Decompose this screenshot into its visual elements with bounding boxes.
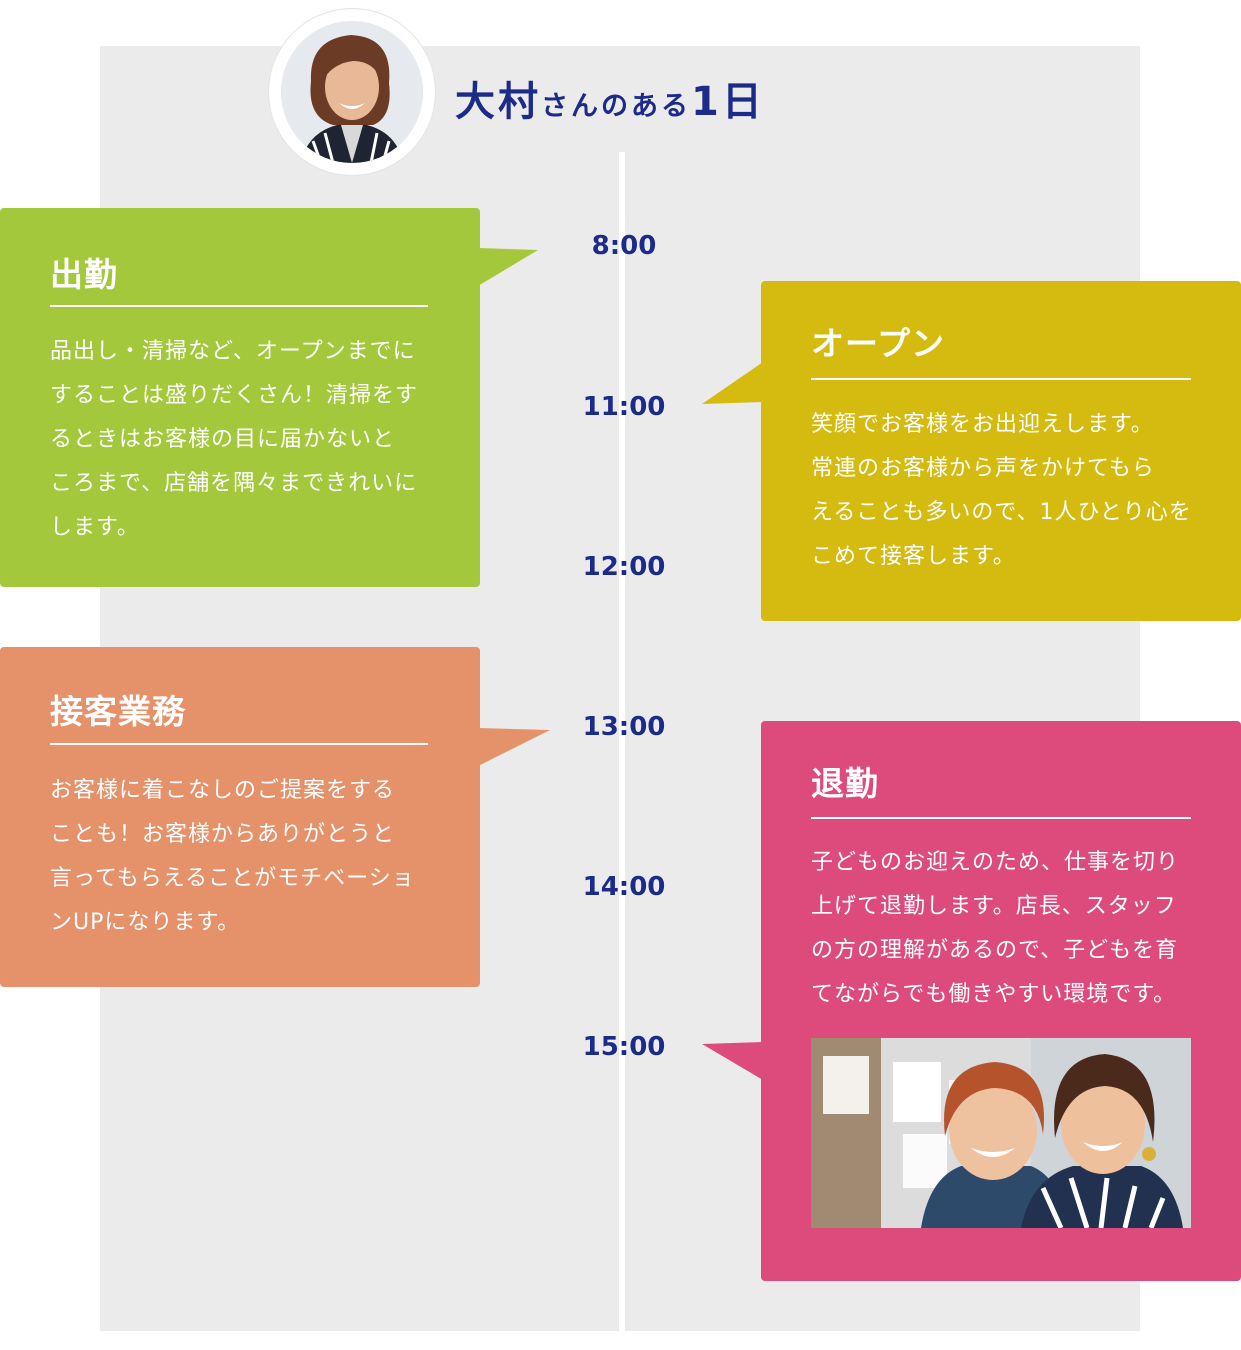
card-divider [50, 743, 428, 745]
card-text-line: します。 [50, 515, 140, 540]
card-description: 品出し・清掃など、オープンまでに することは盛りだくさん！清掃をす るときはお客… [50, 330, 418, 550]
card-description: 子どものお迎えのため、仕事を切り 上げて退勤します。店長、スタッフ の方の理解が… [811, 841, 1179, 1017]
page-title: 大村さんのある1日 [455, 82, 765, 122]
card-title: 退勤 [811, 764, 879, 803]
time-label-1400: 14:00 [582, 872, 666, 902]
card-text-line: 子どものお迎えのため、仕事を切り [811, 850, 1180, 875]
time-label-1200: 12:00 [582, 552, 666, 582]
card-text-line: るときはお客様の目に届かないと [50, 427, 396, 452]
card-text-line: こめて接客します。 [811, 544, 1016, 569]
card-text-line: てながらでも働きやすい環境です。 [811, 982, 1177, 1007]
card-text-line: ころまで、店舗を隅々まできれいに [50, 471, 418, 496]
card-text-line: お客様に着こなしのご提案をする [50, 778, 396, 803]
title-day: 1日 [691, 79, 765, 125]
profile-avatar [269, 9, 435, 175]
card-title: 接客業務 [50, 692, 186, 731]
card-divider [50, 305, 428, 307]
schedule-card-customer-service: 接客業務 お客様に着こなしのご提案をする ことも！お客様からありがとうと 言って… [0, 647, 480, 987]
card-title: 出勤 [50, 255, 118, 294]
time-label-1500: 15:00 [582, 1032, 666, 1062]
schedule-card-arrival: 出勤 品出し・清掃など、オープンまでに することは盛りだくさん！清掃をす るとき… [0, 208, 480, 587]
card-text-line: ンUPになります。 [50, 910, 241, 935]
card-text-line: 笑顔でお客様をお出迎えします。 [811, 412, 1154, 437]
schedule-card-departure: 退勤 子どものお迎えのため、仕事を切り 上げて退勤します。店長、スタッフ の方の… [761, 721, 1241, 1281]
speech-tail-customer-service [478, 728, 550, 766]
speech-tail-open [702, 362, 763, 404]
card-text-line: ことも！お客様からありがとうと [50, 822, 396, 847]
staff-photo [811, 1038, 1191, 1228]
title-name: 大村 [455, 79, 541, 125]
card-text-line: えることも多いので、1人ひとり心を [811, 500, 1192, 525]
speech-tail-arrival [478, 248, 538, 286]
profile-photo [281, 21, 423, 163]
staff-photo-illustration [811, 1038, 1191, 1228]
time-label-1300: 13:00 [582, 712, 666, 742]
speech-tail-departure [702, 1042, 763, 1080]
card-text-line: することは盛りだくさん！清掃をす [50, 383, 419, 408]
card-text-line: 上げて退勤します。店長、スタッフ [811, 894, 1177, 919]
card-description: お客様に着こなしのご提案をする ことも！お客様からありがとうと 言ってもらえるこ… [50, 769, 415, 945]
timeline-axis [619, 152, 625, 1332]
time-label-0800: 8:00 [591, 231, 657, 261]
card-title: オープン [811, 324, 946, 363]
profile-portrait-illustration [281, 21, 423, 163]
card-divider [811, 378, 1191, 380]
card-text-line: 言ってもらえることがモチベーショ [50, 866, 415, 891]
schedule-card-open: オープン 笑顔でお客様をお出迎えします。 常連のお客様から声をかけてもら えるこ… [761, 281, 1241, 621]
card-description: 笑顔でお客様をお出迎えします。 常連のお客様から声をかけてもら えることも多いの… [811, 403, 1192, 579]
card-divider [811, 817, 1191, 819]
card-text-line: 品出し・清掃など、オープンまでに [50, 339, 416, 364]
title-suffix: さんのある [541, 91, 691, 122]
card-text-line: 常連のお客様から声をかけてもら [811, 456, 1155, 481]
card-text-line: の方の理解があるので、子どもを育 [811, 938, 1179, 963]
time-label-1100: 11:00 [582, 392, 666, 422]
